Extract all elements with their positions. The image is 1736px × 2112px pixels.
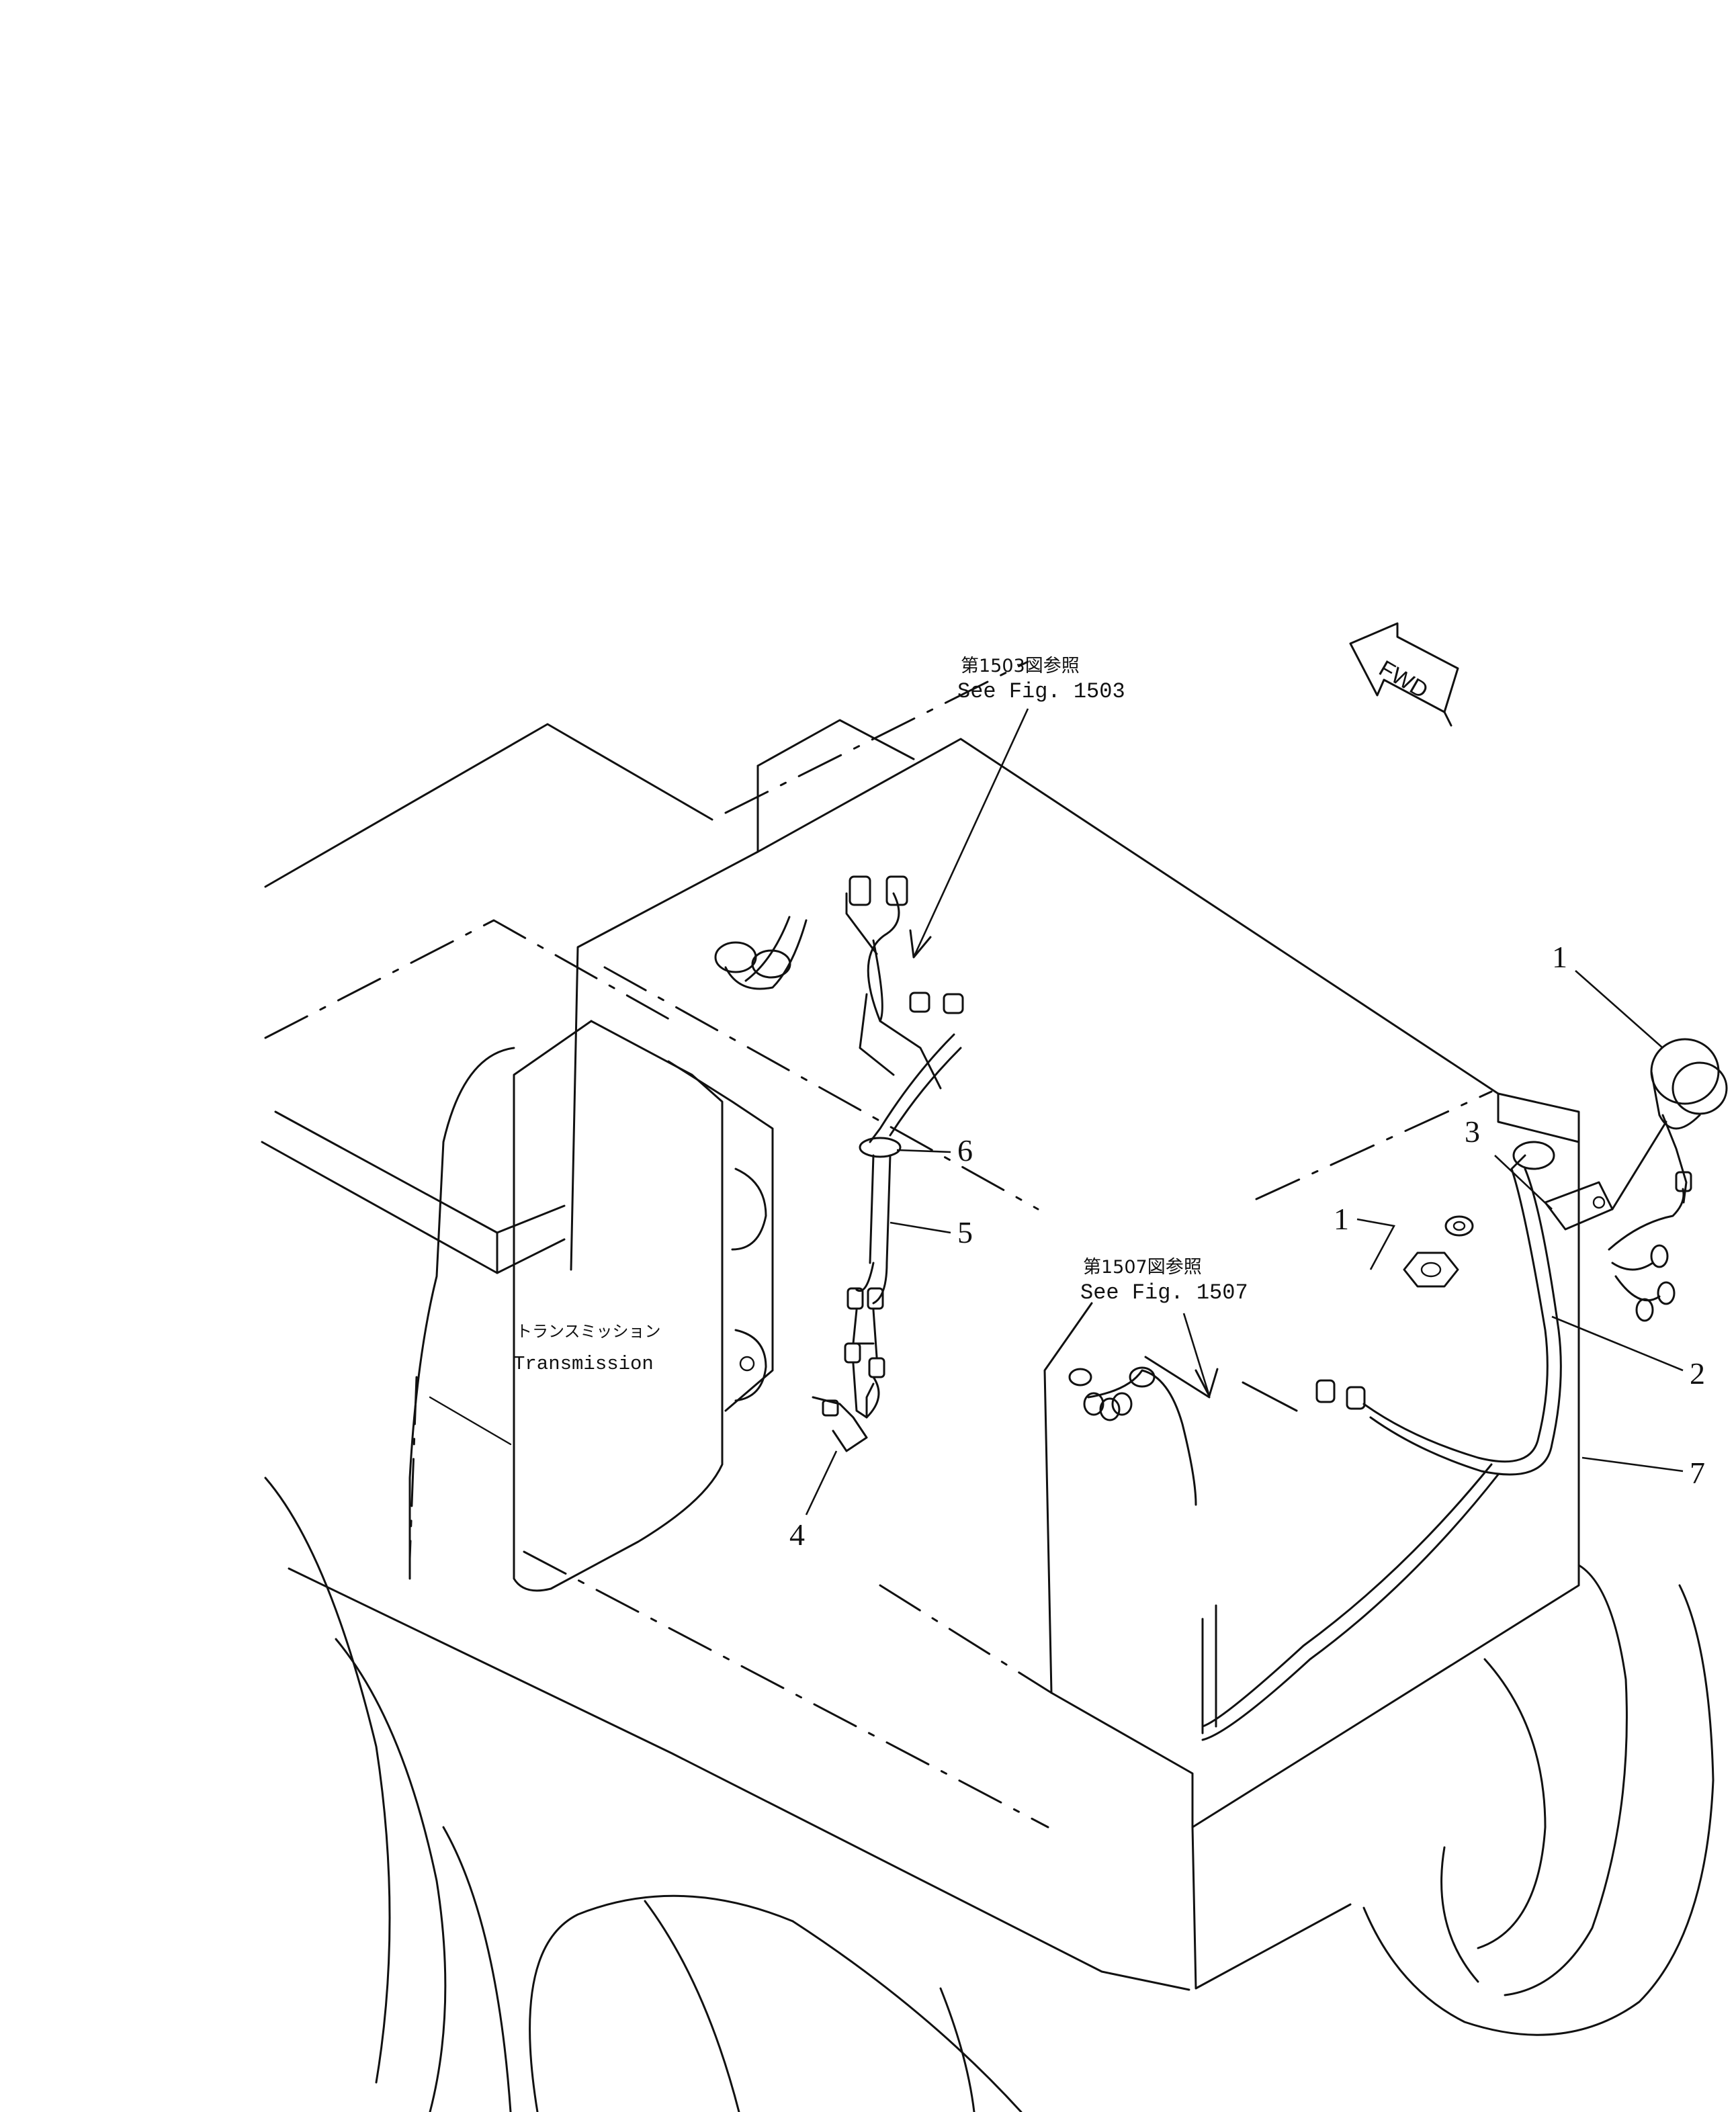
callout-number: 2 (1690, 1356, 1705, 1391)
reference-en-1507: See Fig. 1507 (1080, 1280, 1248, 1305)
transmission-label-en: Transmission (513, 1353, 654, 1375)
reference-en-1503: See Fig. 1503 (957, 679, 1125, 704)
wheels (264, 1477, 1715, 2112)
callout-4: 4 (789, 1450, 838, 1552)
transmission-label: トランスミッション Transmission (513, 1322, 661, 1375)
wiring-harness-lower (1068, 1141, 1562, 1741)
callout-number: 5 (957, 1215, 973, 1249)
callout-5: 5 (889, 1215, 973, 1249)
callout-1-horn: 1 (1552, 940, 1663, 1049)
callout-6: 6 (896, 1133, 973, 1168)
wiring-harness-upper (714, 875, 964, 1452)
part-callouts: 1 1 2 3 4 5 6 7 (789, 940, 1705, 1552)
reference-fig-1503: 第1503図参照 See Fig. 1503 (909, 656, 1125, 959)
horn-assembly (1403, 1038, 1728, 1322)
callout-number: 3 (1465, 1114, 1480, 1149)
callout-number: 7 (1690, 1456, 1705, 1490)
fwd-direction-marker: FWD (1349, 622, 1459, 727)
transmission-label-jp: トランスミッション (516, 1322, 661, 1341)
reference-fig-1507: 第1507図参照 See Fig. 1507 (1080, 1257, 1248, 1397)
transmission-housing (408, 1020, 774, 1592)
callout-number: 1 (1552, 940, 1567, 974)
callout-number: 6 (957, 1133, 973, 1168)
callout-7: 7 (1581, 1456, 1705, 1490)
reference-jp-1503: 第1503図参照 (961, 656, 1080, 676)
reference-jp-1507: 第1507図参照 (1083, 1257, 1202, 1278)
fwd-label: FWD (1375, 656, 1432, 704)
callout-number: 1 (1334, 1202, 1349, 1236)
callout-3: 3 (1465, 1114, 1553, 1210)
callout-2: 2 (1551, 1315, 1705, 1391)
callout-1-nut: 1 (1334, 1202, 1395, 1270)
machine-body (261, 660, 1580, 1991)
callout-number: 4 (789, 1517, 805, 1552)
